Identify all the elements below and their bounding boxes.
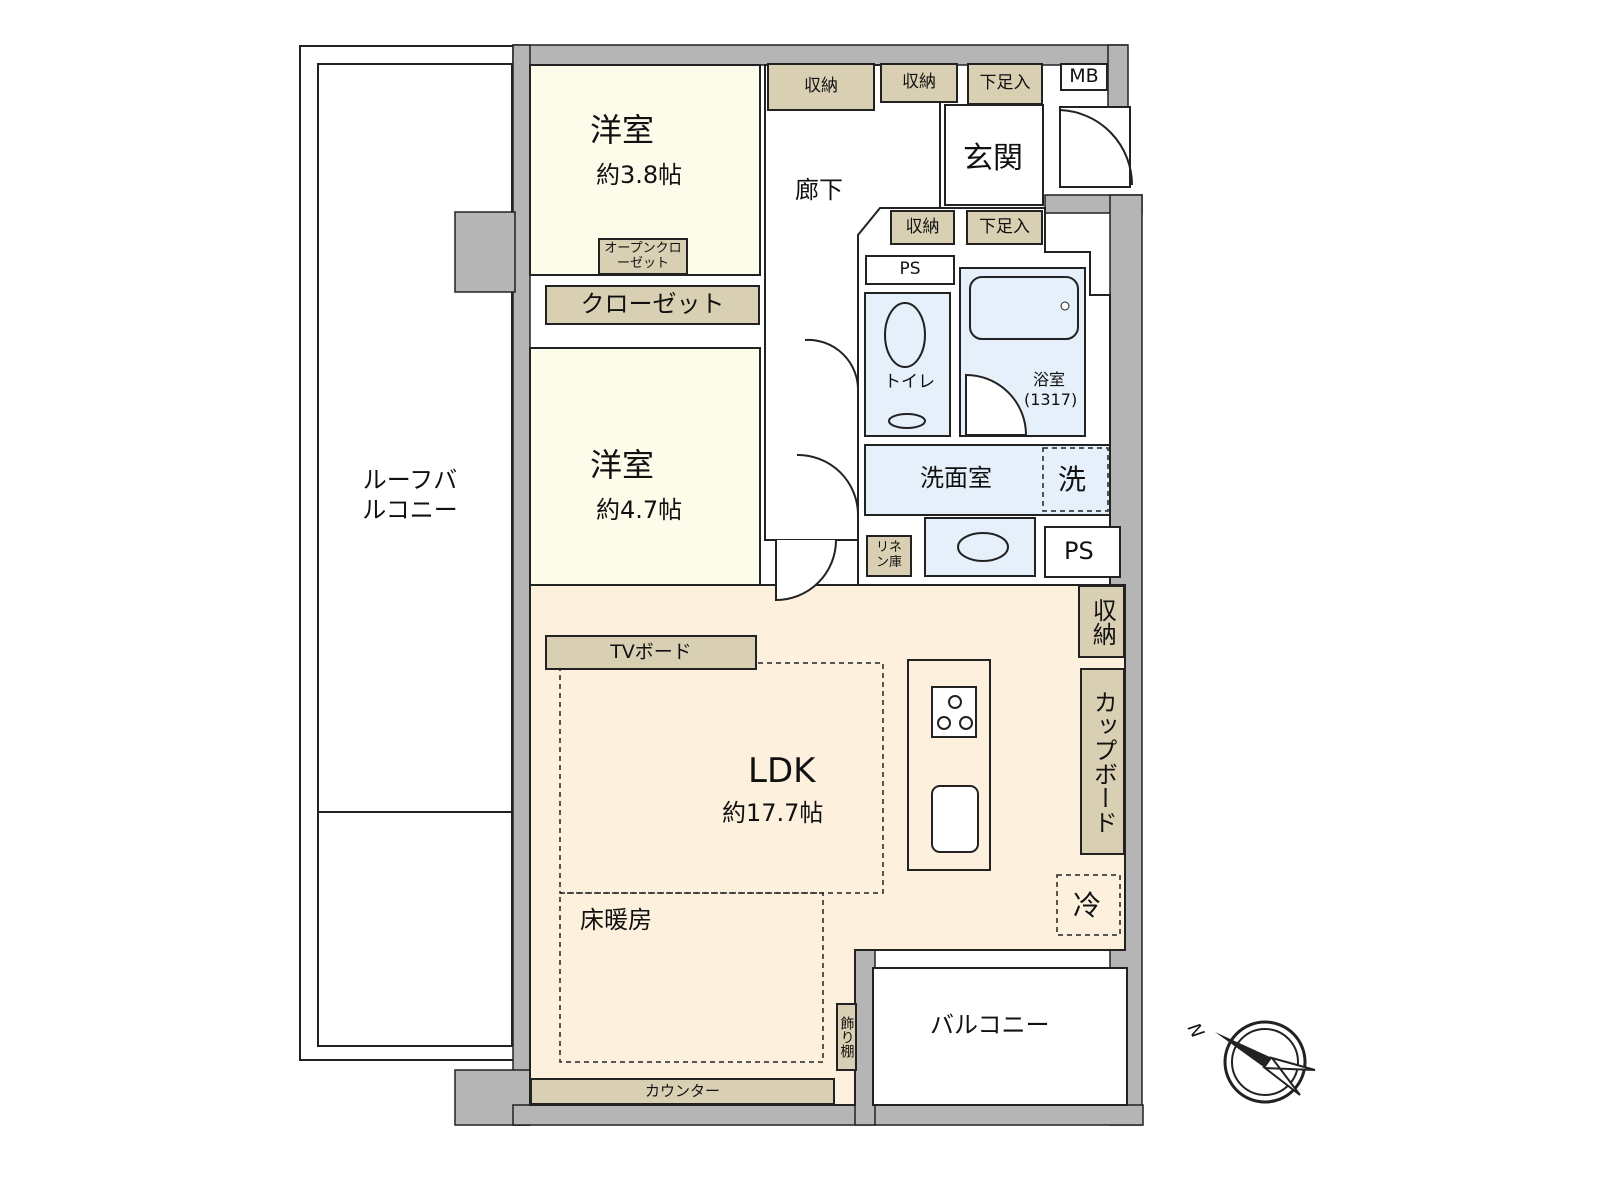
shoe-cabinet-mid: 下足入	[966, 210, 1043, 245]
toilet-label: トイレ	[884, 372, 935, 392]
roof-balcony-label: ルーフバルコニー	[362, 466, 458, 524]
meter-box: MB	[1060, 63, 1108, 91]
storage-top2: 収納	[880, 63, 958, 103]
room-western1-size: 約3.8帖	[596, 161, 683, 189]
ldk-name: LDK	[748, 751, 816, 791]
hallway-label: 廊下	[795, 176, 843, 204]
room-western2-size: 約4.7帖	[596, 496, 683, 524]
pipe-space-1: PS	[865, 255, 955, 285]
cupboard: カップボード	[1080, 668, 1125, 855]
bath-name: 浴室	[1033, 370, 1066, 389]
linen-closet: リネン庫	[866, 535, 912, 577]
storage-top1: 収納	[767, 63, 875, 111]
bath-size: (1317)	[1024, 390, 1078, 409]
storage-mid: 収納	[890, 210, 955, 245]
fridge-space: 冷	[1073, 889, 1102, 922]
shoe-cabinet-top: 下足入	[967, 63, 1043, 105]
entrance-label: 玄関	[963, 141, 1023, 176]
balcony-label: バルコニー	[930, 1011, 1050, 1039]
closet: クローゼット	[545, 285, 760, 325]
display-shelf: 飾り棚	[836, 1003, 857, 1071]
counter: カウンター	[530, 1078, 835, 1105]
open-closet: オープンクローゼット	[598, 238, 688, 275]
compass-icon	[1215, 1020, 1316, 1104]
room-western1-name: 洋室	[590, 111, 655, 149]
floor-heating-label: 床暖房	[580, 906, 652, 934]
tv-board: TVボード	[545, 635, 757, 670]
storage-ldk: 収納	[1078, 585, 1125, 658]
washroom-label: 洗面室	[920, 464, 992, 492]
washer-space: 洗	[1058, 463, 1087, 496]
pipe-space-2: PS	[1064, 537, 1094, 565]
room-western2-name: 洋室	[590, 446, 655, 484]
ldk-size: 約17.7帖	[722, 799, 824, 827]
